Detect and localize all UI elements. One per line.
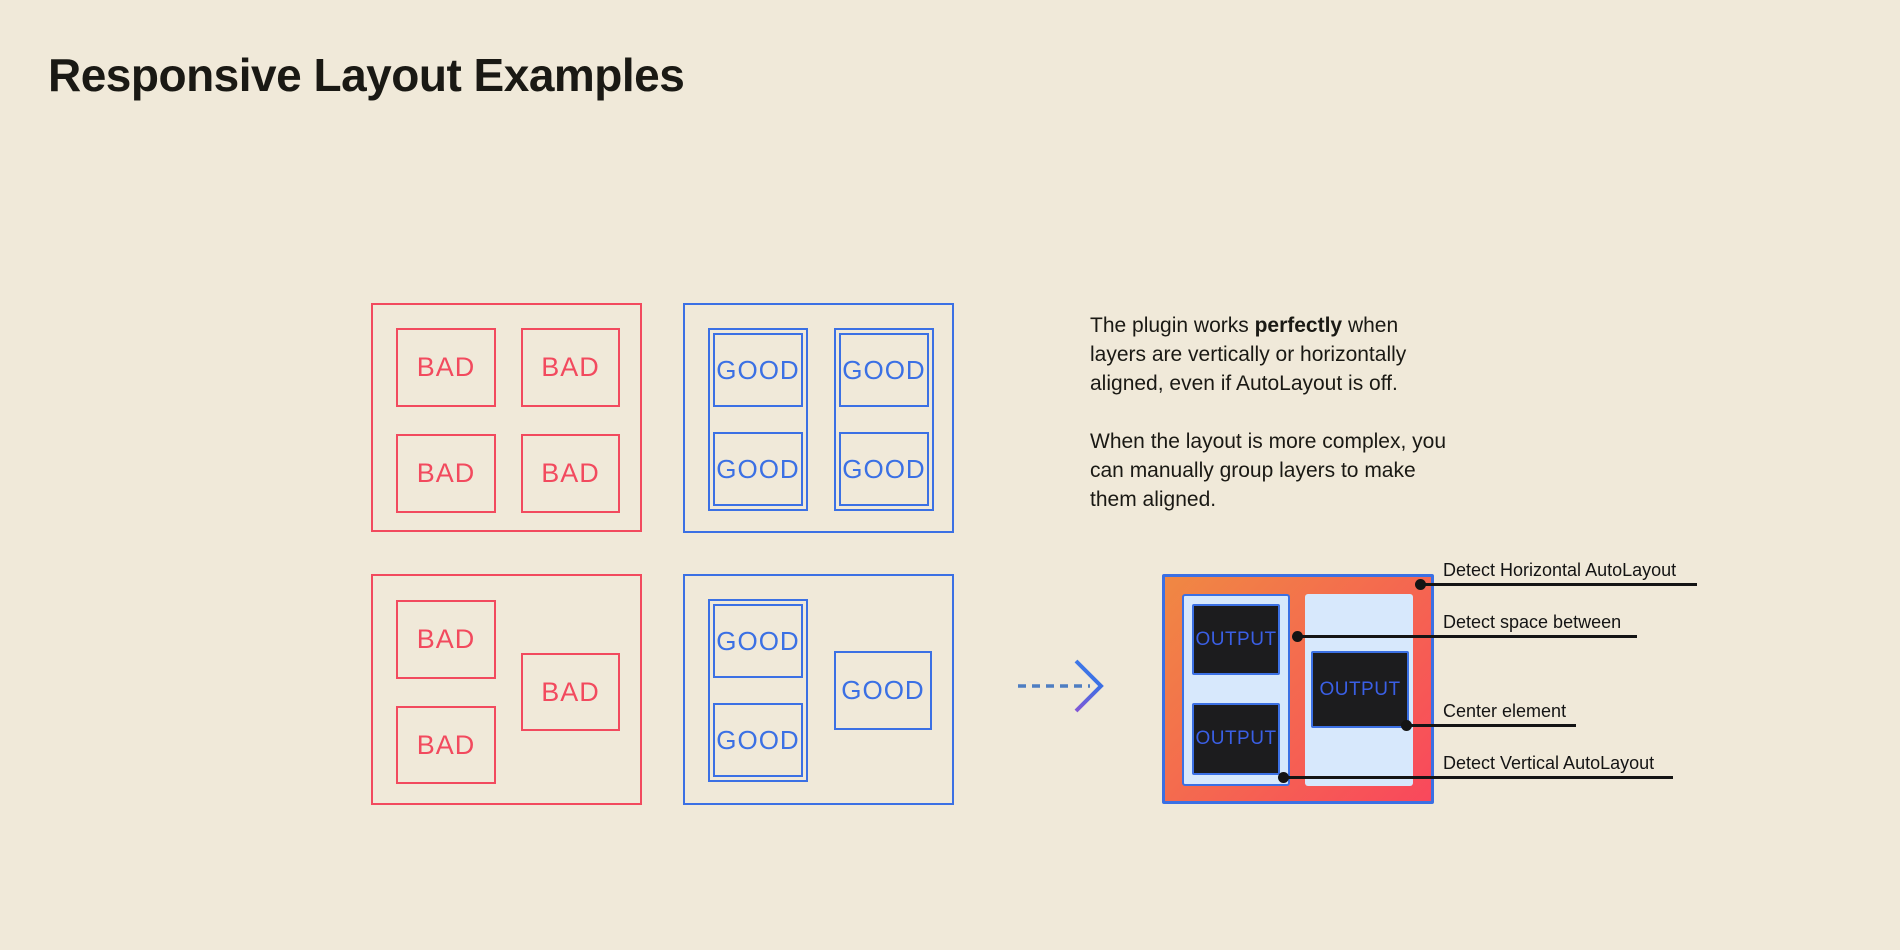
output-frame: OUTPUT OUTPUT OUTPUT xyxy=(1162,574,1434,804)
good-column-group: GOOD GOOD xyxy=(708,328,808,511)
bad-box: BAD xyxy=(396,328,496,407)
annotation-line xyxy=(1420,583,1697,586)
good-box: GOOD xyxy=(839,333,929,407)
good-box: GOOD xyxy=(834,651,932,730)
description-paragraph-1: The plugin works perfectly when layers a… xyxy=(1090,311,1560,398)
desc-bold-word: perfectly xyxy=(1254,314,1343,337)
description-paragraph-2: When the layout is more complex, you can… xyxy=(1090,427,1560,514)
good-column-group: GOOD GOOD xyxy=(834,328,934,511)
page-title: Responsive Layout Examples xyxy=(48,49,685,101)
bad-box: BAD xyxy=(396,600,496,679)
annotation-line xyxy=(1406,724,1576,727)
annotation-dot xyxy=(1292,631,1303,642)
annotation-label: Detect Horizontal AutoLayout xyxy=(1443,560,1677,580)
desc-line: them aligned. xyxy=(1090,488,1217,511)
bad-box: BAD xyxy=(521,434,620,513)
desc-line: can manually group layers to make xyxy=(1090,459,1416,482)
annotation-label: Detect Vertical AutoLayout xyxy=(1443,753,1655,773)
bad-box: BAD xyxy=(396,434,496,513)
good-box: GOOD xyxy=(713,432,803,506)
good-free-group: GOOD GOOD GOOD xyxy=(683,574,954,805)
output-box-center: OUTPUT xyxy=(1311,651,1409,728)
output-box: OUTPUT xyxy=(1192,604,1280,675)
bad-box: BAD xyxy=(521,653,620,731)
good-box: GOOD xyxy=(713,333,803,407)
annotation-dot xyxy=(1278,772,1289,783)
desc-line: The plugin works xyxy=(1090,314,1255,337)
desc-line: layers are vertically or horizontally xyxy=(1090,343,1407,366)
bad-box: BAD xyxy=(396,706,496,784)
annotation-line xyxy=(1283,776,1673,779)
output-left-group: OUTPUT OUTPUT xyxy=(1182,594,1290,786)
good-box: GOOD xyxy=(713,703,803,777)
good-box: GOOD xyxy=(713,604,803,678)
transform-arrow-icon xyxy=(1018,659,1104,713)
annotation-label: Detect space between xyxy=(1443,612,1622,632)
annotation-dot xyxy=(1401,720,1412,731)
desc-line: aligned, even if AutoLayout is off. xyxy=(1090,372,1398,395)
good-column-group: GOOD GOOD xyxy=(708,599,808,782)
desc-line: When the layout is more complex, you xyxy=(1090,430,1446,453)
bad-grid-group: BAD BAD BAD BAD xyxy=(371,303,642,532)
bad-free-group: BAD BAD BAD xyxy=(371,574,642,805)
annotation-line xyxy=(1297,635,1637,638)
annotation-label: Center element xyxy=(1443,701,1567,721)
description-text: The plugin works perfectly when layers a… xyxy=(1090,311,1560,514)
good-box: GOOD xyxy=(839,432,929,506)
output-box: OUTPUT xyxy=(1192,703,1280,775)
annotation-dot xyxy=(1415,579,1426,590)
desc-line: when xyxy=(1342,314,1399,337)
good-grid-group: GOOD GOOD GOOD GOOD xyxy=(683,303,954,533)
bad-box: BAD xyxy=(521,328,620,407)
